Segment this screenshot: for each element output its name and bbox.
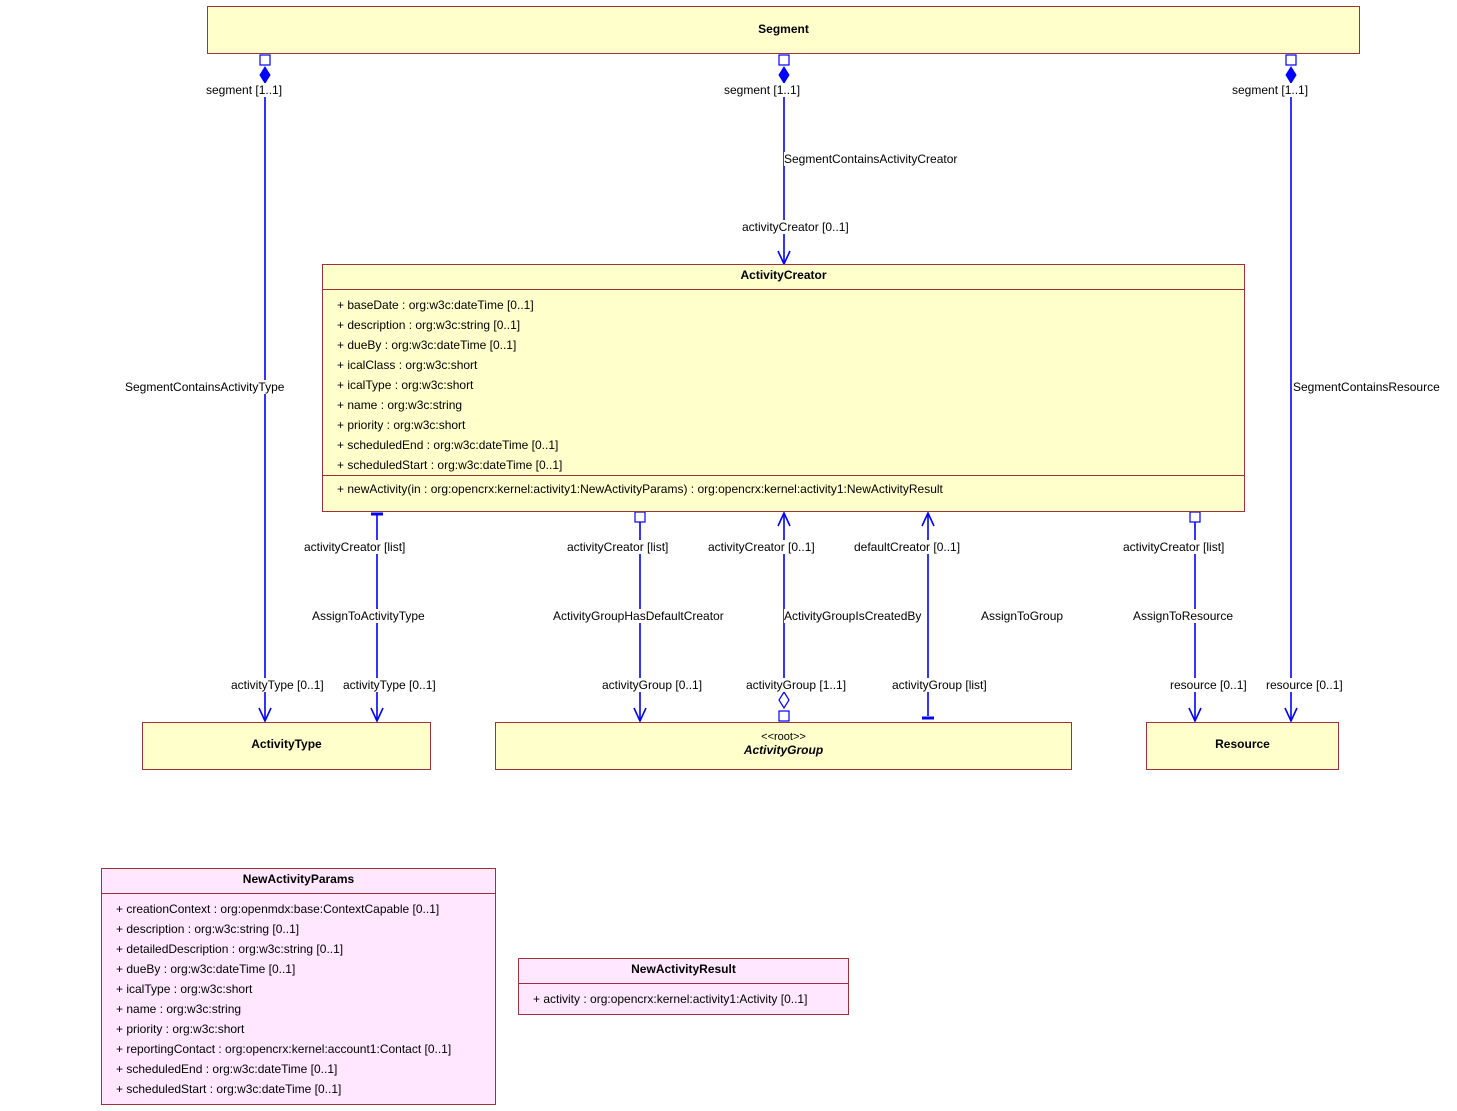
attribute: + description : org:w3c:string [0..1] (337, 318, 521, 332)
class-new-activity-params-name: NewActivityParams (242, 872, 355, 886)
attribute: + detailedDescription : org:w3c:string [… (116, 942, 344, 956)
class-activity-group[interactable]: <<root>> ActivityGroup (495, 722, 1072, 770)
association-label-assign-to-resource: AssignToResource (1133, 609, 1234, 623)
role-label-segment-1: segment [1..1] (206, 83, 283, 97)
association-label-activity-group-is-created-by: ActivityGroupIsCreatedBy (784, 609, 922, 623)
role-label-resource-1: resource [0..1] (1170, 678, 1247, 692)
attribute: + scheduledEnd : org:w3c:dateTime [0..1] (116, 1062, 338, 1076)
aggregation-diamond (778, 690, 790, 710)
role-label-activity-group-3: activityGroup [list] (892, 678, 987, 692)
qualifier-square-1 (259, 54, 271, 66)
attribute: + icalType : org:w3c:short (116, 982, 253, 996)
operation: + newActivity(in : org:opencrx:kernel:ac… (337, 482, 943, 496)
association-label-activity-group-has-default-creator: ActivityGroupHasDefaultCreator (553, 609, 724, 623)
role-label-activity-group-2: activityGroup [1..1] (746, 678, 847, 692)
role-label-creator-list-3: activityCreator [list] (1123, 540, 1225, 554)
composition-diamond-2 (778, 66, 790, 84)
qualifier-square-5 (1189, 511, 1201, 523)
qualifier-square-4 (634, 511, 646, 523)
composition-diamond-3 (1285, 66, 1297, 84)
association-label-assign-to-group: AssignToGroup (981, 609, 1064, 623)
attribute: + dueBy : org:w3c:dateTime [0..1] (337, 338, 517, 352)
attribute-compartment: + baseDate : org:w3c:dateTime [0..1] + d… (323, 289, 1244, 475)
role-label-default-creator: defaultCreator [0..1] (854, 540, 961, 554)
attribute: + creationContext : org:openmdx:base:Con… (116, 902, 440, 916)
class-activity-creator[interactable]: ActivityCreator + baseDate : org:w3c:dat… (322, 264, 1245, 512)
operation-compartment: + newActivity(in : org:opencrx:kernel:ac… (323, 475, 1244, 499)
composition-diamond-1 (259, 66, 271, 84)
association-label-segment-contains-activity-creator: SegmentContainsActivityCreator (784, 152, 958, 166)
attribute: + reportingContact : org:opencrx:kernel:… (116, 1042, 452, 1056)
class-new-activity-result[interactable]: NewActivityResult + activity : org:openc… (518, 958, 849, 1015)
role-label-resource-2: resource [0..1] (1266, 678, 1343, 692)
class-segment-name: Segment (758, 22, 809, 36)
attribute: + baseDate : org:w3c:dateTime [0..1] (337, 298, 534, 312)
association-label-segment-contains-resource: SegmentContainsResource (1293, 380, 1440, 394)
role-label-activity-type-1: activityType [0..1] (231, 678, 324, 692)
attribute: + scheduledStart : org:w3c:dateTime [0..… (116, 1082, 342, 1096)
qualifier-square-2 (778, 54, 790, 66)
attribute: + description : org:w3c:string [0..1] (116, 922, 300, 936)
arrowhead-activitytype-2 (370, 707, 384, 723)
arrowhead-activitygroup (633, 707, 647, 723)
class-activity-type-name: ActivityType (251, 737, 322, 751)
attribute: + scheduledEnd : org:w3c:dateTime [0..1] (337, 438, 559, 452)
role-label-activity-type-2: activityType [0..1] (343, 678, 436, 692)
attribute: + dueBy : org:w3c:dateTime [0..1] (116, 962, 296, 976)
class-activity-creator-name: ActivityCreator (740, 268, 827, 282)
association-label-segment-contains-activity-type: SegmentContainsActivityType (125, 380, 285, 394)
attribute: + icalClass : org:w3c:short (337, 358, 478, 372)
arrowhead-resource-1 (1284, 707, 1298, 723)
attribute: + icalType : org:w3c:short (337, 378, 474, 392)
stereotype-label: <<root>> (761, 731, 806, 743)
role-label-creator-list-2: activityCreator [list] (567, 540, 669, 554)
class-segment[interactable]: Segment (207, 6, 1360, 54)
attribute: + activity : org:opencrx:kernel:activity… (533, 992, 808, 1006)
qualifier-square-6 (778, 710, 790, 722)
class-activity-group-name: ActivityGroup (743, 743, 824, 757)
role-label-creator-single: activityCreator [0..1] (708, 540, 815, 554)
qualifier-square-3 (1285, 54, 1297, 66)
role-label-activity-creator-top: activityCreator [0..1] (742, 220, 849, 234)
arrowhead-creator-up-2 (921, 511, 935, 527)
role-label-segment-3: segment [1..1] (1232, 83, 1309, 97)
class-resource[interactable]: Resource (1146, 722, 1339, 770)
role-label-creator-list-1: activityCreator [list] (304, 540, 406, 554)
role-label-activity-group-1: activityGroup [0..1] (602, 678, 703, 692)
role-label-segment-2: segment [1..1] (724, 83, 801, 97)
class-new-activity-params[interactable]: NewActivityParams + creationContext : or… (101, 868, 496, 1105)
arrowhead-activitytype-1 (258, 707, 272, 723)
attribute: + priority : org:w3c:short (116, 1022, 245, 1036)
class-resource-name: Resource (1215, 737, 1270, 751)
class-new-activity-result-name: NewActivityResult (631, 962, 736, 976)
arrowhead-creator-up-1 (777, 511, 791, 527)
attribute: + priority : org:w3c:short (337, 418, 466, 432)
attribute: + name : org:w3c:string (337, 398, 463, 412)
attribute-compartment: + activity : org:opencrx:kernel:activity… (519, 983, 848, 1009)
attribute: + name : org:w3c:string (116, 1002, 242, 1016)
attribute-compartment: + creationContext : org:openmdx:base:Con… (102, 893, 495, 1099)
class-activity-type[interactable]: ActivityType (142, 722, 431, 770)
arrowhead-resource-2 (1188, 707, 1202, 723)
attribute: + scheduledStart : org:w3c:dateTime [0..… (337, 458, 563, 472)
association-label-assign-to-activity-type: AssignToActivityType (312, 609, 425, 623)
